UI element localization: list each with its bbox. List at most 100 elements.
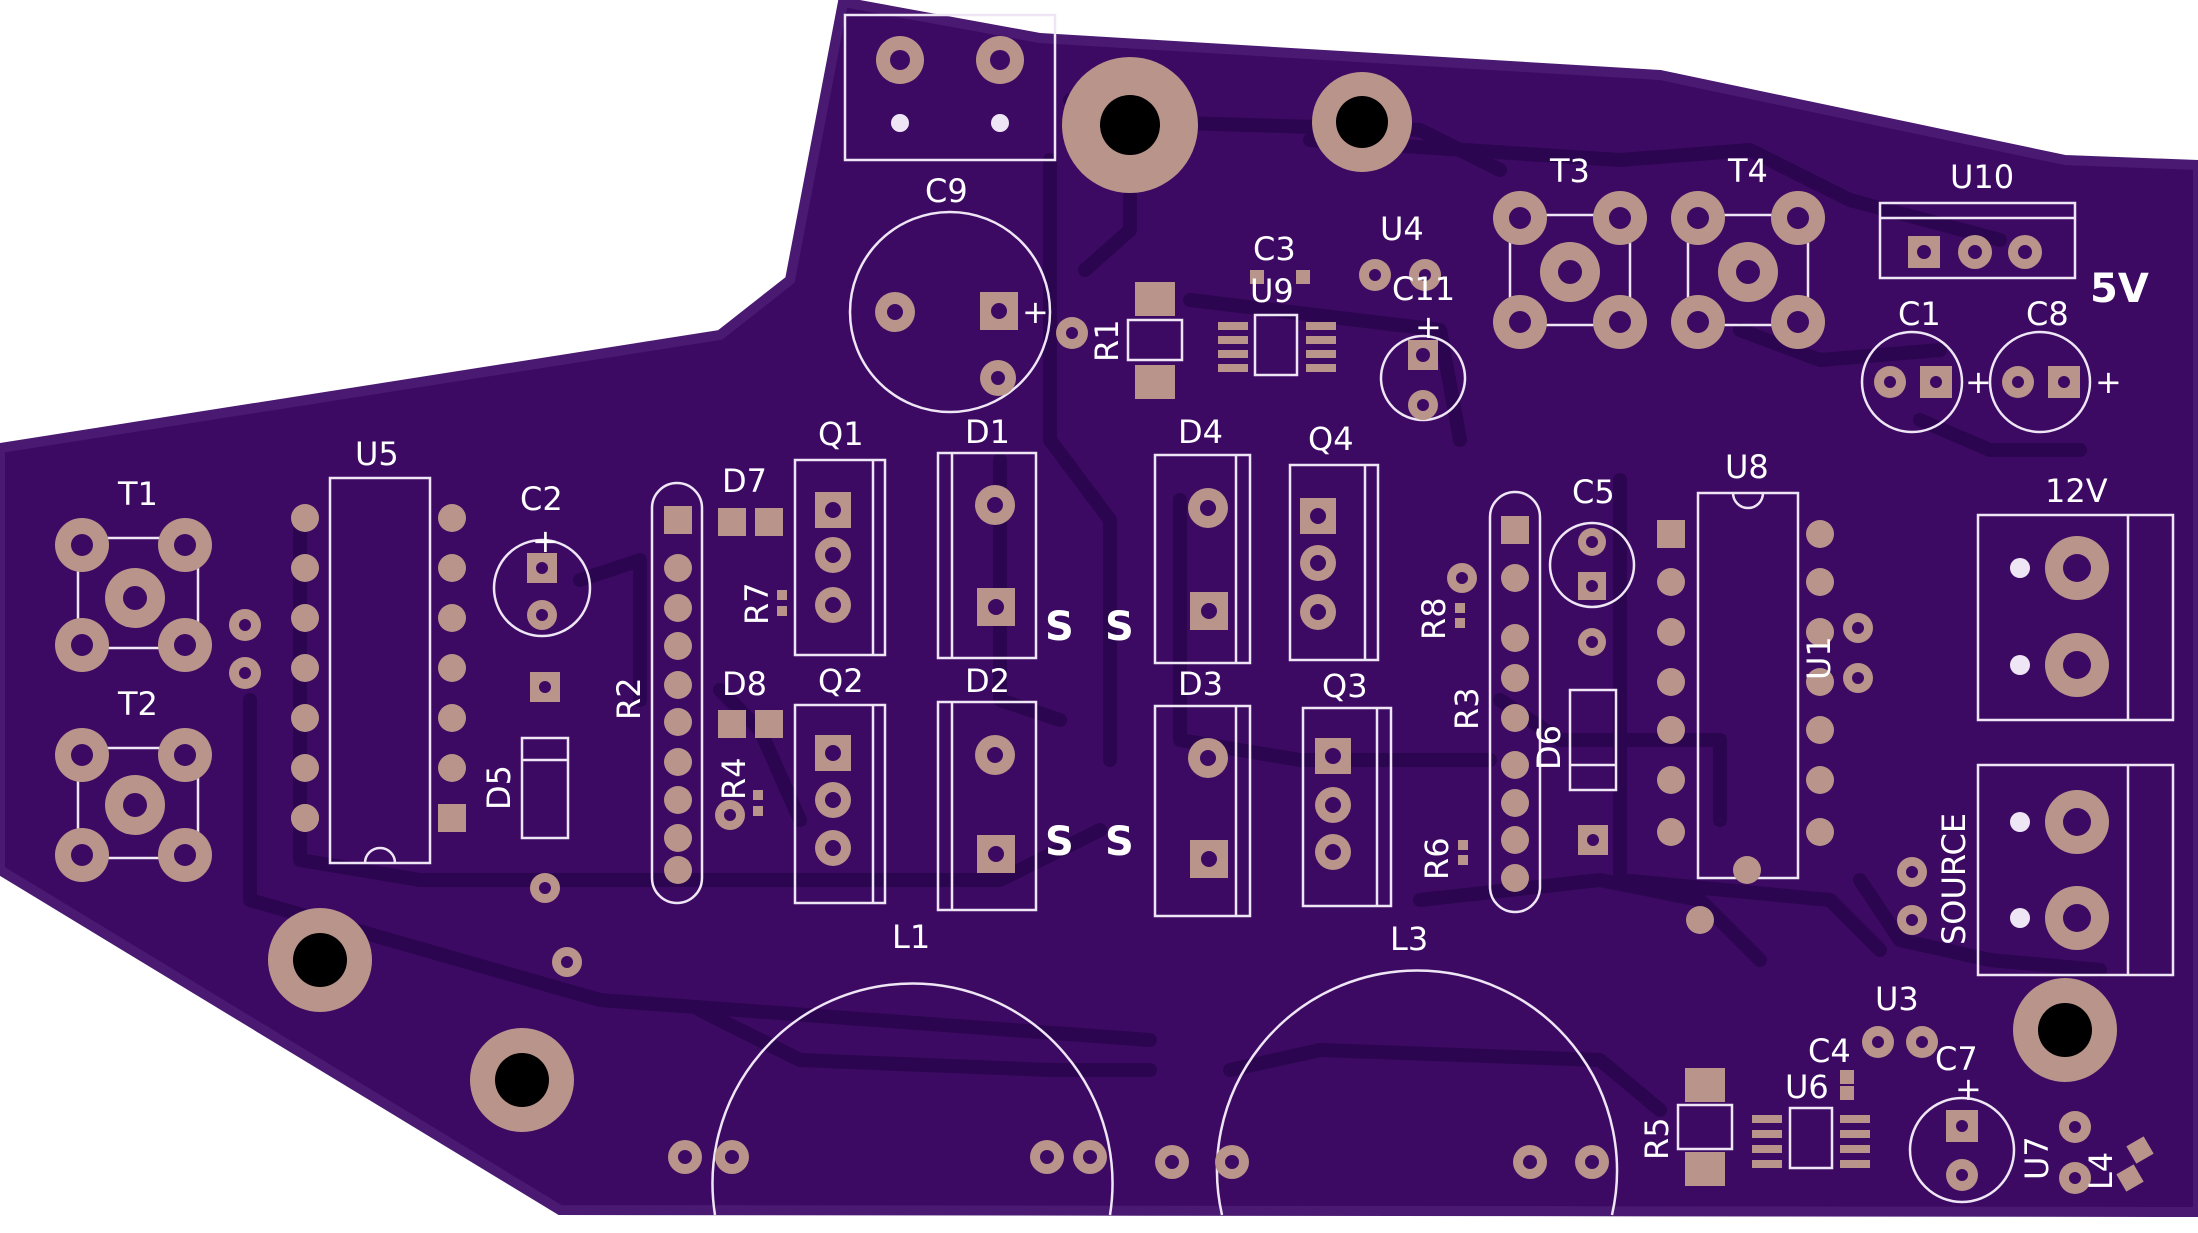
label-l1: L1 (892, 918, 930, 956)
label-c5: C5 (1572, 473, 1615, 511)
label-l3: L3 (1390, 920, 1428, 958)
label-t3: T3 (1549, 152, 1590, 190)
svg-text:S: S (1045, 604, 1074, 650)
svg-text:S: S (1105, 604, 1134, 650)
svg-text:+: + (532, 522, 559, 560)
label-u5: U5 (355, 435, 399, 473)
diode-d5: D5 (480, 672, 582, 977)
label-r4: R4 (715, 757, 753, 800)
switch-t2: T2 (55, 685, 212, 882)
label-c1: C1 (1898, 295, 1941, 333)
diode-d6: D6 (1530, 688, 1618, 855)
ic-u8: U8 (1657, 448, 1834, 934)
c3-u9: C3 U9 (1218, 230, 1336, 377)
label-d7: D7 (722, 462, 767, 500)
ic-u1: U1 (1800, 613, 1873, 693)
cap-c9: C9 + (848, 172, 1088, 414)
label-t4: T4 (1727, 152, 1768, 190)
diode-d4: D4 (1153, 413, 1252, 665)
label-u9: U9 (1250, 272, 1294, 310)
svg-text:+: + (2095, 363, 2122, 401)
s-markings: S S S S (1045, 604, 1134, 865)
cap-c2: C2 + (492, 480, 592, 638)
resistor-network-r2: R2 (610, 481, 704, 905)
svg-text:+: + (1022, 293, 1049, 331)
resistor-r6: R6 (1418, 837, 1468, 880)
label-l4: L4 (2082, 1152, 2120, 1190)
switch-t1: T1 (55, 475, 261, 689)
diode-d2: D2 (936, 662, 1038, 912)
label-t2: T2 (117, 685, 158, 723)
label-t1: T1 (117, 475, 158, 513)
label-5v: 5V (2090, 266, 2149, 312)
label-c8: C8 (2026, 295, 2069, 333)
label-u1: U1 (1800, 636, 1838, 680)
svg-text:+: + (1965, 363, 1992, 401)
label-u4: U4 (1380, 210, 1424, 248)
transistor-q4: Q4 (1288, 420, 1380, 662)
label-u6: U6 (1785, 1068, 1829, 1106)
label-u7: U7 (2018, 1136, 2056, 1180)
label-q4: Q4 (1308, 420, 1354, 458)
svg-text:S: S (1045, 819, 1074, 865)
label-r8: R8 (1415, 597, 1453, 640)
terminal-12v: 12V (1976, 472, 2175, 722)
u4-c11: U4 C11 + (1359, 210, 1467, 422)
label-d1: D1 (965, 413, 1010, 451)
switch-t4: T4 (1671, 152, 1825, 349)
cap-c8: C8 + (1988, 295, 2122, 434)
label-d6: D6 (1530, 725, 1568, 770)
label-c3: C3 (1253, 230, 1296, 268)
label-d4: D4 (1178, 413, 1223, 451)
cap-c1: C1 + (1860, 295, 1992, 434)
label-c2: C2 (520, 480, 563, 518)
label-q3: Q3 (1322, 667, 1368, 705)
label-q2: Q2 (818, 662, 864, 700)
label-r5: R5 (1638, 1117, 1676, 1160)
transistor-q1: Q1 (793, 415, 887, 657)
transistor-q3: Q3 (1301, 667, 1393, 908)
smd-d8-r4: D8 R4 (715, 665, 783, 830)
resistor-r1: R1 (1088, 282, 1184, 399)
label-r7: R7 (738, 582, 776, 625)
terminal-source: SOURCE (1897, 763, 2175, 977)
label-r1: R1 (1088, 319, 1126, 362)
resistor-r5: R5 (1638, 1068, 1734, 1186)
ic-u5: U5 (291, 435, 466, 865)
cap-c4: C4 (1808, 1032, 1854, 1100)
switch-t3: T3 (1493, 152, 1647, 349)
inductor-l3: L3 (1155, 920, 1619, 1216)
label-r2: R2 (610, 677, 648, 720)
inductor-l4: L4 (2082, 1136, 2154, 1192)
diode-d1: D1 (936, 413, 1038, 660)
label-d3: D3 (1178, 665, 1223, 703)
svg-text:+: + (1415, 308, 1442, 346)
svg-text:S: S (1105, 819, 1134, 865)
svg-text:+: + (1955, 1070, 1982, 1108)
resistor-network-r3: R3 (1448, 490, 1542, 914)
label-c11: C11 (1392, 270, 1455, 308)
ic-u6: U6 (1752, 1068, 1870, 1170)
label-q1: Q1 (818, 415, 864, 453)
label-u3: U3 (1875, 980, 1919, 1018)
label-d8: D8 (722, 665, 767, 703)
smd-d7-r7: D7 R7 (718, 462, 787, 625)
label-u8: U8 (1725, 448, 1769, 486)
label-u10: U10 (1950, 158, 2014, 196)
regulator-u3: U3 (1862, 980, 1938, 1058)
label-12v: 12V (2045, 472, 2108, 510)
label-r6: R6 (1418, 837, 1456, 880)
cap-c7: C7 + (1908, 1040, 2016, 1204)
cap-c5: C5 (1548, 473, 1636, 656)
label-d5: D5 (480, 765, 518, 810)
label-c7: C7 (1935, 1040, 1978, 1078)
label-source: SOURCE (1935, 813, 1973, 945)
resistor-r8: R8 (1415, 563, 1477, 640)
diode-d3: D3 (1153, 665, 1252, 918)
mounting-holes (268, 57, 2117, 1132)
inductor-l1: L1 (668, 918, 1114, 1216)
label-c4: C4 (1808, 1032, 1851, 1070)
regulator-u10: U10 5V (1878, 158, 2149, 312)
